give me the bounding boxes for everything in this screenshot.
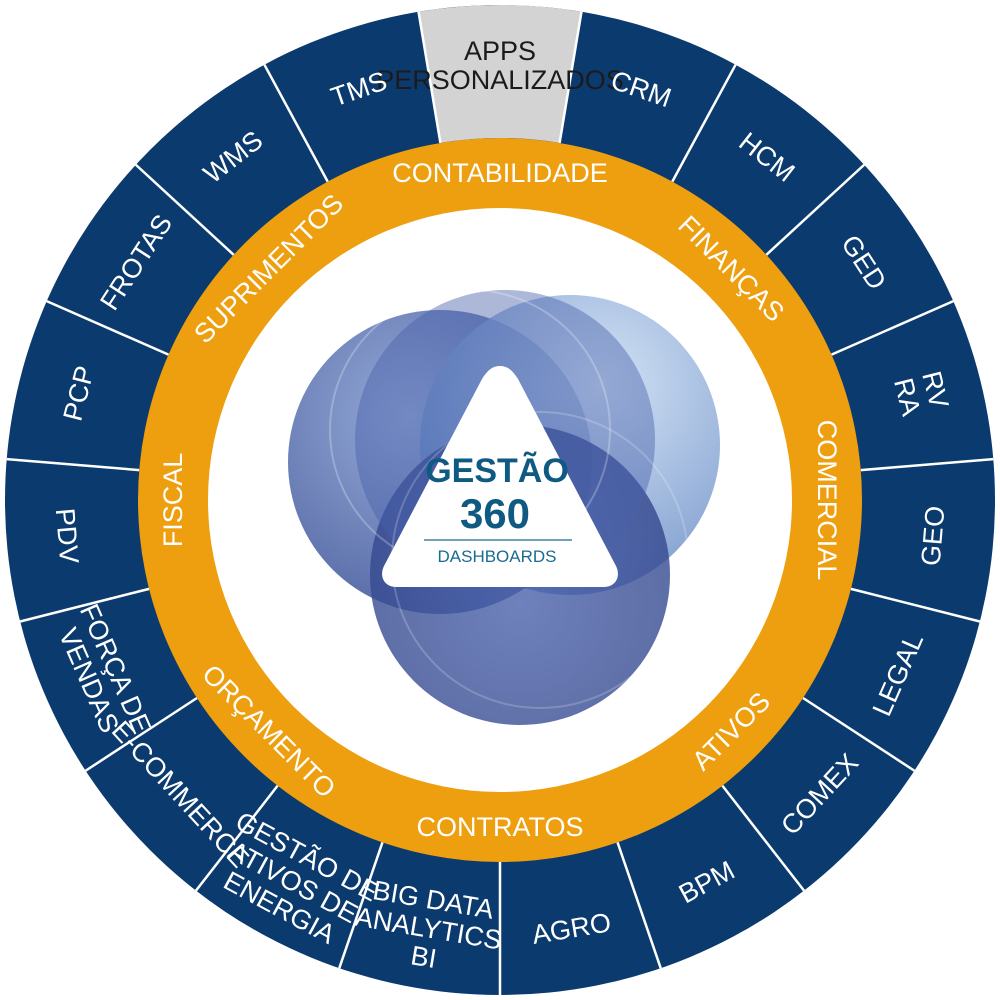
- segment-divider: [6, 457, 140, 472]
- segment-divider: [338, 841, 384, 969]
- segment-divider: [671, 64, 737, 183]
- segment-divider: [46, 300, 169, 356]
- segment-divider: [831, 300, 954, 356]
- segment-divider: [765, 163, 866, 256]
- segment-divider: [558, 11, 583, 144]
- segment-divider: [850, 587, 981, 623]
- segment-divider: [417, 11, 442, 144]
- segment-label-line: PERSONALIZADOS: [376, 65, 624, 95]
- ring-label-fiscal: FISCAL: [158, 453, 188, 548]
- segment-label-rv-ra: RVRA: [888, 368, 954, 419]
- segment-divider: [616, 841, 662, 969]
- segment-divider: [84, 696, 198, 772]
- ring-label-contratos: CONTRATOS: [416, 812, 583, 842]
- segment-label-line: BI: [409, 940, 439, 974]
- segment-divider: [802, 696, 916, 772]
- center-number: 360: [460, 490, 530, 537]
- segment-label-pdv: PDV: [50, 507, 84, 565]
- center-title: GESTÃO: [425, 452, 569, 490]
- triangle-logo-icon: [382, 366, 618, 587]
- segment-label-line: GEO: [916, 505, 951, 567]
- segment-divider: [19, 587, 150, 623]
- outer-ring-segments: [418, 5, 582, 143]
- segment-label-line: APPS: [464, 36, 536, 66]
- ring-label-contabilidade: CONTABILIDADE: [392, 158, 608, 188]
- segment-divider: [134, 163, 235, 256]
- ring-label-comercial: COMERCIAL: [812, 420, 842, 581]
- segment-label-geo: GEO: [916, 505, 951, 567]
- segment-divider: [194, 784, 279, 892]
- segment-divider: [860, 457, 994, 472]
- segment-divider: [721, 784, 806, 892]
- center-subtitle: DASHBOARDS: [437, 547, 556, 566]
- segment-divider: [263, 64, 329, 183]
- segment-label-line: PDV: [50, 507, 84, 565]
- segment-apps-personalizados-highlight: [418, 5, 582, 143]
- outer-ring-dividers: [6, 11, 994, 995]
